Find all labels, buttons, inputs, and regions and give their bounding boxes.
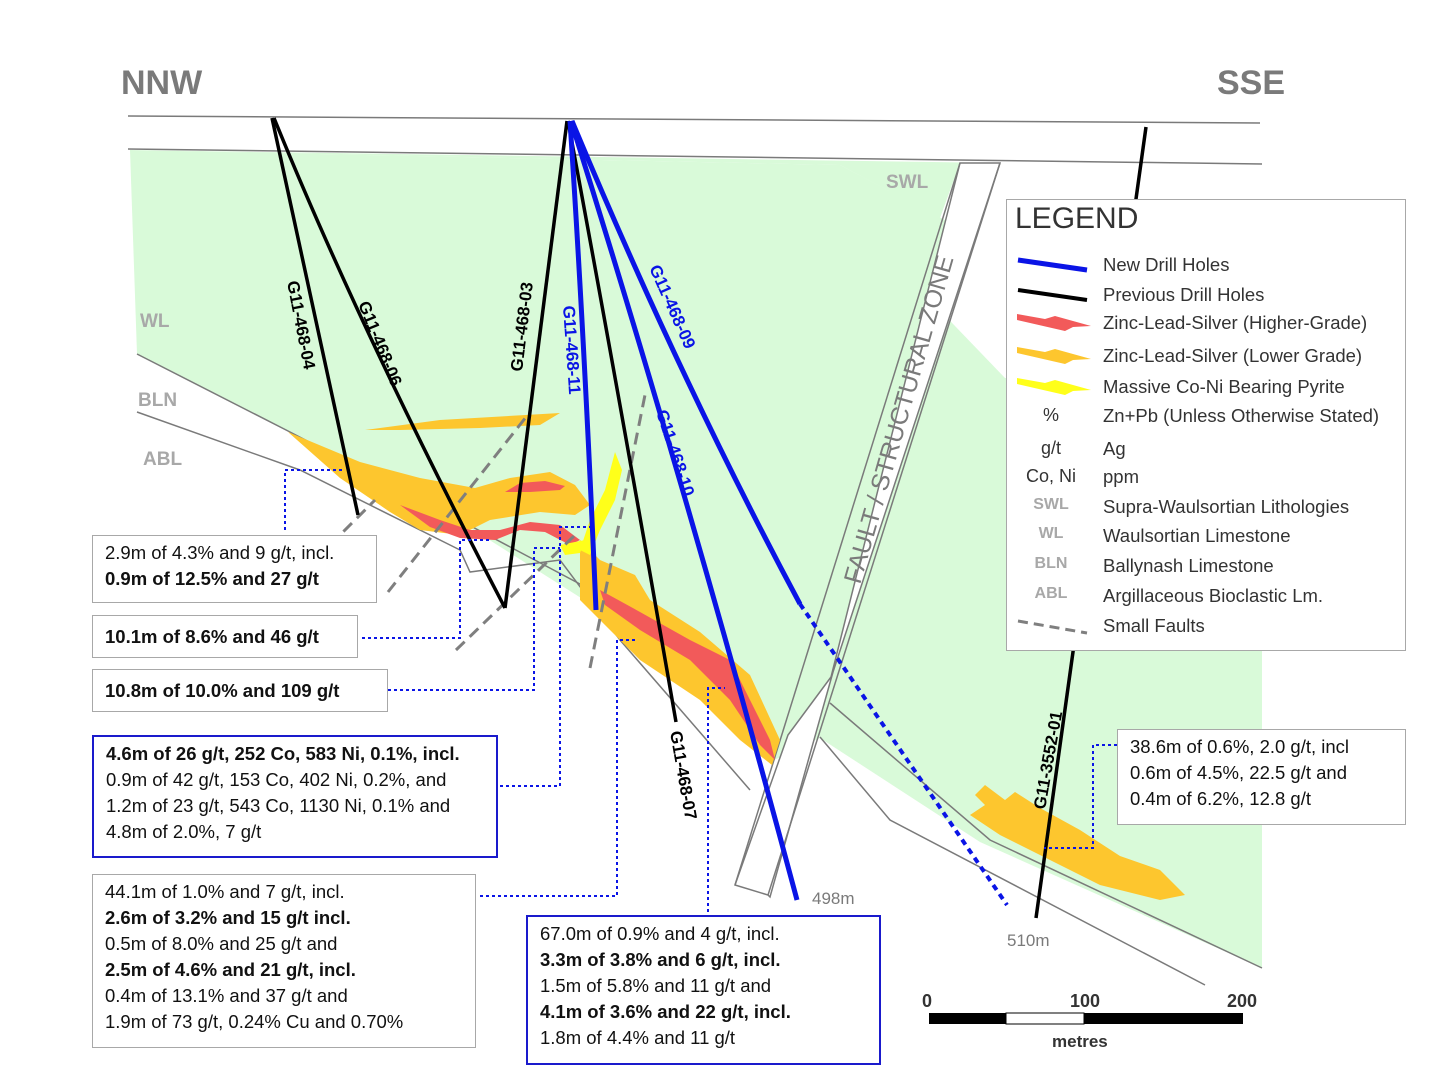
intercept-line: 67.0m of 0.9% and 4 g/t, incl. [540, 923, 780, 944]
intercept-line: 0.9m of 12.5% and 27 g/t [105, 568, 319, 589]
pyrite-swatch [1017, 378, 1091, 395]
legend-item-pyrite: Massive Co-Ni Bearing Pyrite [1007, 374, 1407, 402]
surface-line-upper [127, 115, 1261, 124]
intercept-line: 2.9m of 4.3% and 9 g/t, incl. [105, 542, 335, 563]
fault-line-right [767, 162, 1001, 896]
waulsortian-zone-main [130, 150, 1262, 968]
legend-symbol-abl: ABL [1034, 585, 1068, 602]
direction-label-nnw: NNW [121, 64, 203, 102]
drill-hole-g11-468-04 [270, 117, 360, 516]
intercept-box-g11-468-04: 2.9m of 4.3% and 9 g/t, incl. 0.9m of 12… [92, 535, 377, 603]
legend-symbol-bln: BLN [1034, 555, 1068, 572]
drill-hole-g11-468-06 [272, 117, 507, 609]
scale-bar [929, 1012, 1243, 1025]
low-grade-zone-4 [970, 785, 1185, 900]
legend-item-wl: WL Waulsortian Limestone [1007, 523, 1407, 551]
intercept-line: 3.3m of 3.8% and 6 g/t, incl. [540, 949, 781, 970]
legend-item-bln: BLN Ballynash Limestone [1007, 553, 1407, 581]
intercept-line: 1.5m of 5.8% and 11 g/t and [540, 975, 772, 996]
intercept-line: 1.8m of 4.4% and 11 g/t [540, 1027, 736, 1048]
intercept-box-g11-468-03: 10.8m of 10.0% and 109 g/t [92, 669, 388, 712]
legend-title: LEGEND [1015, 202, 1139, 235]
intercept-line: 38.6m of 0.6%, 2.0 g/t, incl [1130, 736, 1350, 757]
fault-line-left [734, 162, 961, 886]
legend-item-abl: ABL Argillaceous Bioclastic Lm. [1007, 583, 1407, 611]
scale-tick-200: 200 [1227, 991, 1258, 1011]
intercept-line: 0.5m of 8.0% and 25 g/t and [105, 933, 338, 954]
legend-symbol-gt: g/t [1040, 438, 1061, 458]
legend-item-gt: g/t Ag [1007, 436, 1407, 464]
drill-hole-g11-468-07 [566, 120, 678, 723]
legend-symbol-wl: WL [1038, 525, 1064, 542]
intercept-line: 1.9m of 73 g/t, 0.24% Cu and 0.70% [105, 1011, 404, 1032]
intercept-box-g11-468-11: 4.6m of 26 g/t, 252 Co, 583 Ni, 0.1%, in… [92, 735, 498, 858]
drill-hole-g11-468-11 [567, 120, 599, 611]
drill-hole-g11-468-10 [568, 120, 800, 901]
drill-hole-g11-468-09-projected [798, 602, 1009, 907]
legend-item-lower-grade: Zinc-Lead-Silver (Lower Grade) [1007, 343, 1407, 371]
legend-item-swl: SWL Supra-Waulsortian Lithologies [1007, 494, 1407, 522]
higher-grade-swatch [1017, 314, 1091, 331]
new-hole-swatch [1017, 257, 1088, 273]
small-fault-3 [588, 394, 647, 669]
scale-unit-label: metres [1052, 1032, 1108, 1051]
unit-label-swl: SWL [886, 172, 929, 193]
small-fault-swatch [1017, 619, 1088, 635]
abl-lower-contact-right [819, 736, 1206, 986]
legend-item-percent: % Zn+Pb (Unless Otherwise Stated) [1007, 403, 1407, 431]
intercept-line: 0.9m of 42 g/t, 153 Co, 402 Ni, 0.2%, an… [106, 769, 447, 790]
legend: LEGEND New Drill Holes Previous Drill Ho… [1006, 199, 1406, 651]
legend-symbol-co-ni: Co, Ni [1025, 466, 1076, 486]
legend-item-co-ni: Co, Ni ppm [1007, 464, 1407, 492]
small-fault-2 [454, 533, 577, 652]
intercept-line: 44.1m of 1.0% and 7 g/t, incl. [105, 881, 345, 902]
drill-hole-g11-468-03 [503, 120, 569, 609]
abl-base-contact-right [829, 702, 1263, 969]
previous-hole-swatch [1017, 288, 1088, 302]
direction-label-sse: SSE [1217, 64, 1286, 102]
high-grade-zone-3 [600, 590, 775, 760]
legend-item-small-faults: Small Faults [1007, 613, 1407, 641]
legend-item-previous-holes: Previous Drill Holes [1007, 282, 1407, 310]
legend-symbol-swl: SWL [1033, 496, 1069, 513]
intercept-box-g11-468-06: 10.1m of 8.6% and 46 g/t [92, 615, 358, 658]
intercept-line: 0.4m of 6.2%, 12.8 g/t [1130, 788, 1311, 809]
intercept-box-g11-468-10: 67.0m of 0.9% and 4 g/t, incl. 3.3m of 3… [526, 915, 881, 1065]
lower-grade-swatch [1017, 347, 1091, 364]
intercept-line: 10.8m of 10.0% and 109 g/t [105, 680, 340, 701]
legend-symbol-percent: % [1042, 405, 1059, 425]
drill-hole-g11-468-09 [569, 120, 803, 606]
intercept-line: 2.6m of 3.2% and 15 g/t incl. [105, 907, 351, 928]
surface-line-lower [127, 148, 1263, 165]
small-fault-1 [386, 411, 532, 593]
unit-label-wl: WL [140, 311, 170, 332]
intercept-line: 10.1m of 8.6% and 46 g/t [105, 626, 319, 647]
hole-label-g11-468-07: G11-468-07 [666, 729, 700, 821]
intercept-line: 2.5m of 4.6% and 21 g/t, incl. [105, 959, 356, 980]
intercept-line: 4.1m of 3.6% and 22 g/t, incl. [540, 1001, 791, 1022]
intercept-line: 4.8m of 2.0%, 7 g/t [106, 821, 262, 842]
unit-label-abl: ABL [143, 449, 182, 470]
depth-label-498m: 498m [812, 889, 855, 908]
intercept-box-g11-468-07: 44.1m of 1.0% and 7 g/t, incl. 2.6m of 3… [92, 874, 476, 1048]
scale-tick-0: 0 [922, 991, 933, 1011]
leader-lines [284, 469, 1117, 912]
scale-tick-100: 100 [1070, 991, 1101, 1011]
legend-item-new-holes: New Drill Holes [1007, 252, 1407, 280]
intercept-box-g11-3552-01: 38.6m of 0.6%, 2.0 g/t, incl 0.6m of 4.5… [1117, 729, 1406, 825]
intercept-line: 0.6m of 4.5%, 22.5 g/t and [1130, 762, 1348, 783]
legend-item-higher-grade: Zinc-Lead-Silver (Higher-Grade) [1007, 310, 1407, 338]
intercept-line: 0.4m of 13.1% and 37 g/t and [105, 985, 348, 1006]
depth-label-510m: 510m [1007, 931, 1050, 950]
low-grade-zone-1 [288, 432, 590, 535]
intercept-line: 4.6m of 26 g/t, 252 Co, 583 Ni, 0.1%, in… [106, 743, 460, 764]
unit-label-bln: BLN [138, 390, 177, 411]
high-grade-zone-1 [400, 505, 580, 545]
intercept-line: 1.2m of 23 g/t, 543 Co, 1130 Ni, 0.1% an… [106, 795, 451, 816]
